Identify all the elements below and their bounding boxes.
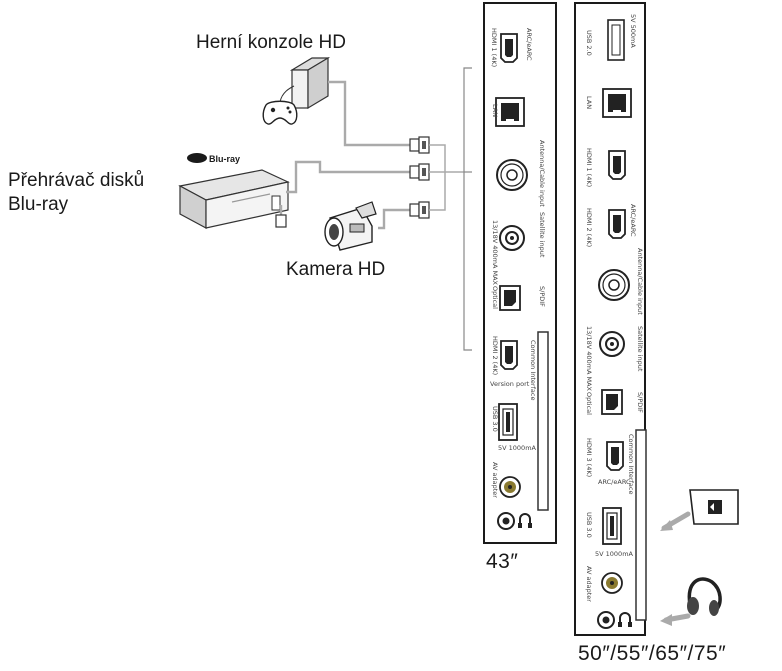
p50-lan-label: LAN: [585, 96, 593, 109]
p43-ci-label: Common Interface: [529, 340, 537, 400]
ci-card-icon: [689, 489, 739, 525]
panel-43-size-label: 43″: [486, 550, 519, 573]
p50-hdmi3-label: HDMI 3 (4K): [585, 438, 593, 477]
p50-satellite-label: Satellite input: [636, 326, 644, 372]
usb-top-port-icon: [607, 19, 625, 61]
cable-to-panel-lines: [429, 144, 464, 211]
p43-lnb-label: 13/18V 400mA MAX: [491, 220, 499, 286]
panel-43: [483, 2, 557, 544]
panel-43-port-labels: HDMI 1 (4K) ARC/eARC LAN Antenna/Cable i…: [490, 28, 546, 498]
p43-hdmi1-sub-label: ARC/eARC: [525, 28, 533, 61]
bluray-logo-icon: Blu-ray: [187, 153, 240, 164]
panel-50-75-port-labels: USB 2.0 5V 500mA LAN HDMI 1 (4K) HDMI 2 …: [585, 14, 644, 602]
p50-hdmi2-label: HDMI 2 (4K): [585, 208, 593, 247]
camera-label: Kamera HD: [286, 259, 386, 280]
hdmi-plugs: [275, 136, 430, 228]
p50-usb-sub-label: 5V 1000mA: [595, 550, 634, 558]
p50-hdmi3-sub-label: ARC/eARC: [598, 478, 631, 486]
bluray-player-label-line2: Blu-ray: [8, 194, 69, 215]
game-controller-icon: [262, 85, 298, 125]
p43-hdmi1-label: HDMI 1 (4K): [490, 28, 498, 67]
p43-hdmi2-label: HDMI 2 (4K): [491, 336, 499, 375]
p50-av-label: AV adapter: [585, 566, 593, 602]
svg-text:Blu-ray: Blu-ray: [209, 154, 240, 164]
headphones-icon: [687, 577, 722, 616]
p43-spdif-label: S/PDIF: [538, 286, 546, 307]
headphones-arrow-icon: [660, 613, 691, 626]
p50-hdmi2-sub-label: ARC/eARC: [629, 204, 637, 237]
p50-optical-label: Optical: [585, 392, 593, 415]
hdmi-cables: [279, 80, 410, 230]
p43-optical-label: Optical: [491, 286, 499, 309]
game-console-icon: [289, 56, 331, 110]
p43-usb-sub-label: 5V 1000mA: [498, 444, 537, 452]
p43-satellite-label: Satellite input: [538, 212, 546, 258]
p50-usb-label: USB 3.0: [585, 512, 593, 538]
p43-lan-label: LAN: [491, 104, 499, 117]
p43-hdmi2-sub-label: Version port: [490, 380, 530, 388]
p50-ci-label: Common Interface: [627, 434, 635, 494]
p50-lnb-label: 13/18V 400mA MAX: [585, 326, 593, 392]
p43-usb-label: USB 3.0: [491, 406, 499, 432]
p50-antenna-label: Antenna/Cable input: [636, 248, 644, 315]
p43-antenna-label: Antenna/Cable input: [538, 140, 546, 207]
bluray-player-label-line1: Přehrávač disků: [8, 170, 145, 191]
game-console-label: Herní konzole HD: [196, 32, 346, 53]
p50-usb-top-sub-label: 5V 500mA: [629, 14, 637, 48]
p50-hdmi1-label: HDMI 1 (4K): [585, 148, 593, 187]
p50-usb-top-label: USB 2.0: [585, 30, 593, 56]
panel-50-75-size-label: 50″/55″/65″/75″: [578, 642, 727, 665]
connector-bracket: [463, 67, 472, 351]
bluray-player-icon: [178, 169, 290, 230]
p43-av-label: AV adapter: [491, 462, 499, 498]
ci-arrow-icon: [660, 511, 691, 531]
p50-spdif-label: S/PDIF: [636, 392, 644, 413]
camera-icon: [324, 201, 377, 251]
panel-50-75-ports: [597, 19, 633, 629]
